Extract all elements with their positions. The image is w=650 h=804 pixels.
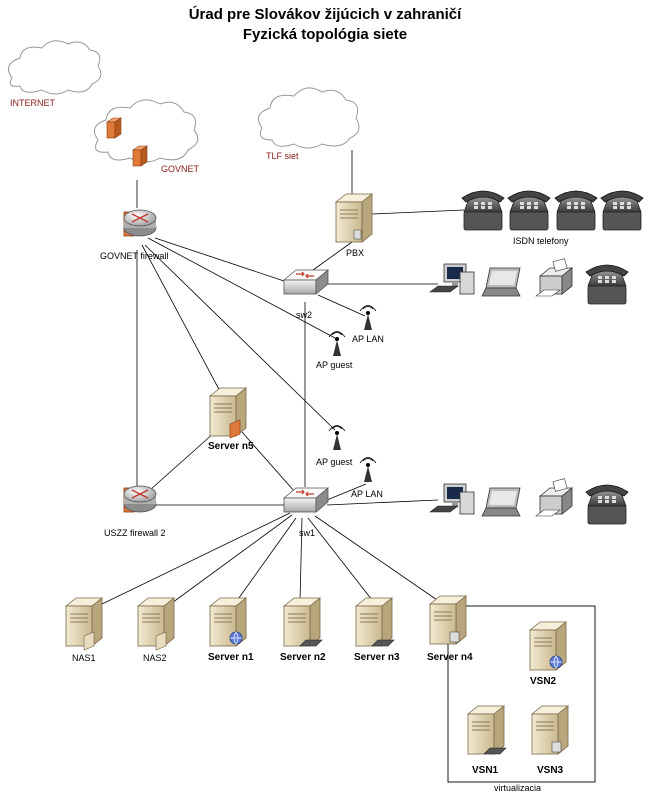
phone-icon <box>585 264 629 305</box>
nas1-icon <box>65 597 103 651</box>
nas2-label: NAS2 <box>143 653 167 663</box>
govnet-firewall-label: GOVNET firewall <box>100 251 169 261</box>
ap-guest-top-label: AP guest <box>316 360 353 370</box>
diagram-title: Úrad pre Slovákov žijúcich v zahraničí <box>188 6 462 23</box>
phone-icon <box>585 484 629 525</box>
server3-label: Server n3 <box>354 652 400 663</box>
vsn1-icon <box>467 705 507 755</box>
ap-lan-antenna-icon <box>359 305 377 331</box>
server4-label: Server n4 <box>427 652 473 663</box>
vsn2-icon <box>529 621 567 671</box>
vsn3-icon <box>531 705 569 755</box>
isdn-phone-icon <box>600 190 644 231</box>
workstation-icon <box>429 263 475 295</box>
server3-icon <box>355 597 395 647</box>
sw2-label: sw2 <box>296 310 313 320</box>
ap-lan-top-label: AP LAN <box>352 334 384 344</box>
internet-firewall-icon <box>106 117 122 139</box>
server1-icon <box>209 597 247 647</box>
govnet-cloud <box>93 99 199 163</box>
sw1-switch-icon <box>283 487 329 513</box>
diagram-subtitle: Fyzická topológia siete <box>242 26 408 43</box>
vsn2-label: VSN2 <box>530 676 557 687</box>
server2-label: Server n2 <box>280 652 326 663</box>
tlf-cloud <box>257 87 360 149</box>
virtualizacia-label: virtualizacia <box>494 783 542 793</box>
vsn3-label: VSN3 <box>537 765 564 776</box>
workstation-icon <box>429 483 475 515</box>
server1-label: Server n1 <box>208 652 254 663</box>
laptop-icon <box>481 267 521 297</box>
pbx-server-icon <box>335 193 373 243</box>
sw2-switch-icon <box>283 269 329 295</box>
laptop-icon <box>481 487 521 517</box>
internet-cloud <box>7 40 102 95</box>
server5-icon <box>209 387 247 439</box>
isdn-telefony-label: ISDN telefony <box>513 236 569 246</box>
printer-icon <box>535 258 573 297</box>
server4-icon <box>429 595 467 645</box>
server5-label: Server n5 <box>208 441 254 452</box>
isdn-phone-icon <box>461 190 505 231</box>
isdn-phone-icon <box>507 190 551 231</box>
nas1-label: NAS1 <box>72 653 96 663</box>
ap-guest-antenna-icon <box>328 331 346 357</box>
internet-label: INTERNET <box>10 98 55 108</box>
ap-guest-mid-label: AP guest <box>316 457 353 467</box>
ap-lan-antenna-icon <box>359 457 377 483</box>
pbx-label: PBX <box>346 248 365 258</box>
uszz-firewall-router-icon <box>123 485 157 513</box>
nas2-icon <box>137 597 175 651</box>
connection-lines <box>99 150 465 609</box>
govnet-label: GOVNET <box>161 164 200 174</box>
ap-guest-antenna-icon <box>328 425 346 451</box>
sw1-label: sw1 <box>299 528 316 538</box>
govnet-firewall-small-icon <box>132 145 148 167</box>
printer-icon <box>535 478 573 517</box>
govnet-firewall-router-icon <box>123 209 157 237</box>
uszz-firewall-label: USZZ firewall 2 <box>104 528 166 538</box>
ap-lan-mid-label: AP LAN <box>351 489 383 499</box>
vsn1-label: VSN1 <box>472 765 499 776</box>
server2-icon <box>283 597 323 647</box>
isdn-phone-icon <box>554 190 598 231</box>
virtualization-box <box>447 605 596 783</box>
tlf-siet-label: TLF siet <box>266 151 299 161</box>
